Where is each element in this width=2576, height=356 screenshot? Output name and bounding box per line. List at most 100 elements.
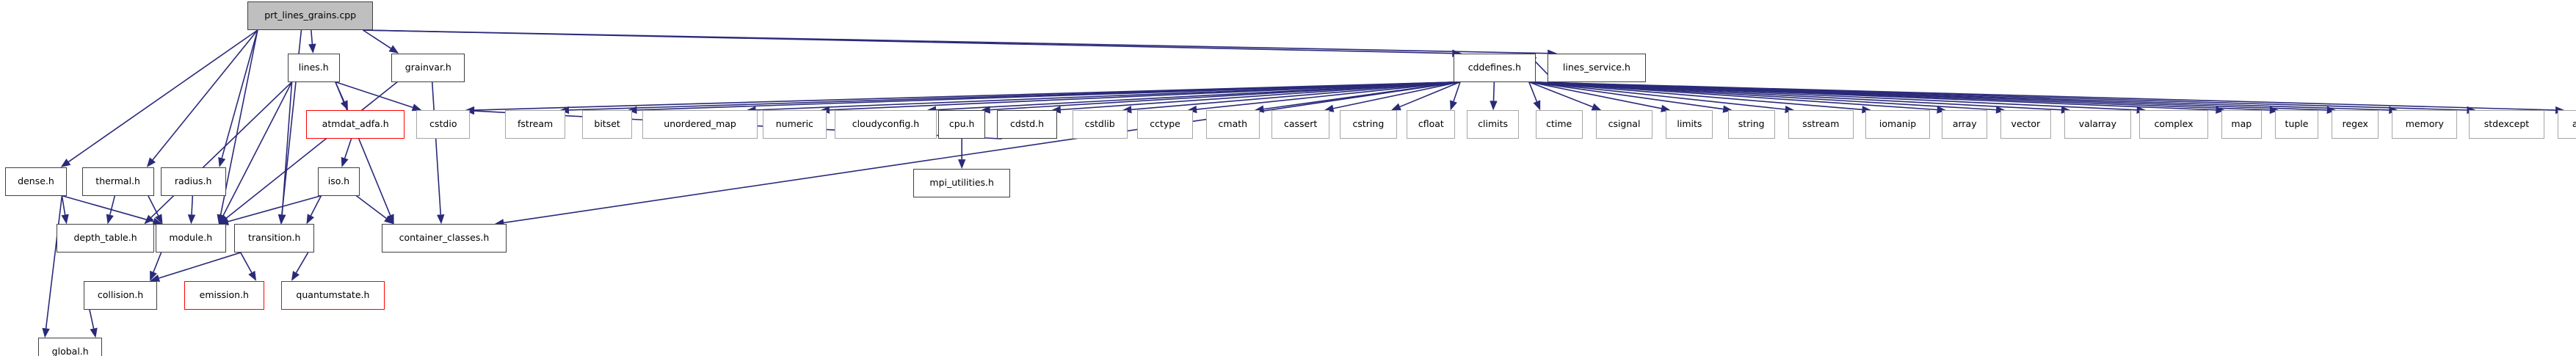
graph-edge: [1528, 81, 2477, 115]
graph-node-bitset[interactable]: bitset: [581, 110, 633, 139]
graph-edge: [240, 252, 257, 281]
graph-node-cddefines-h[interactable]: cddefines.h: [1454, 53, 1536, 82]
graph-node-tuple[interactable]: tuple: [2274, 110, 2319, 139]
graph-node-atmdat-adfa-h[interactable]: atmdat_adfa.h: [305, 110, 405, 139]
graph-edge: [62, 195, 163, 225]
graph-node-mpi-utilities-h[interactable]: mpi_utilities.h: [913, 169, 1011, 197]
graph-edge: [1490, 81, 1498, 111]
graph-node-iso-h[interactable]: iso.h: [317, 167, 360, 196]
graph-edge: [746, 81, 1461, 115]
graph-edge: [218, 29, 258, 167]
graph-node-cctype[interactable]: cctype: [1137, 110, 1193, 139]
graph-node-cstdlib[interactable]: cstdlib: [1072, 110, 1128, 139]
graph-node-depth-table-h[interactable]: depth_table.h: [57, 224, 154, 253]
graph-node-cstdio[interactable]: cstdio: [416, 110, 471, 139]
graph-edge: [363, 29, 399, 54]
graph-edge: [148, 195, 163, 225]
graph-edge: [60, 29, 258, 167]
graph-node-cassert[interactable]: cassert: [1271, 110, 1330, 139]
graph-node-memory[interactable]: memory: [2392, 110, 2458, 139]
graph-node-thermal-h[interactable]: thermal.h: [81, 167, 154, 196]
graph-edge: [1528, 81, 2399, 115]
graph-edge: [146, 29, 258, 167]
graph-node-stdexcept[interactable]: stdexcept: [2469, 110, 2544, 139]
graph-edge: [1528, 81, 2279, 115]
graph-edge: [150, 252, 162, 281]
graph-node-radius-h[interactable]: radius.h: [160, 167, 226, 196]
graph-node-grainvar-h[interactable]: grainvar.h: [391, 53, 465, 82]
graph-edge: [306, 195, 322, 225]
graph-edge: [1528, 81, 1671, 112]
graph-edge: [1122, 81, 1461, 114]
graph-node-global-h[interactable]: global.h: [38, 338, 102, 356]
graph-edge: [219, 195, 322, 225]
graph-node-valarray[interactable]: valarray: [2064, 110, 2131, 139]
graph-node-vector[interactable]: vector: [2000, 110, 2051, 139]
graph-node-collision-h[interactable]: collision.h: [83, 280, 158, 310]
graph-edge: [1528, 81, 2147, 114]
graph-edge: [335, 81, 422, 112]
graph-edge: [559, 81, 1461, 115]
graph-node-regex[interactable]: regex: [2332, 110, 2379, 139]
graph-edge: [1528, 81, 2071, 114]
graph-node-cdstd-h[interactable]: cdstd.h: [997, 110, 1058, 139]
graph-node-cpu-h[interactable]: cpu.h: [938, 110, 986, 139]
graph-node-numeric[interactable]: numeric: [763, 110, 827, 139]
graph-node-cmath[interactable]: cmath: [1205, 110, 1260, 139]
graph-node-cloudyconfig-h[interactable]: cloudyconfig.h: [835, 110, 937, 139]
graph-edge: [627, 81, 1461, 115]
graph-edge: [363, 29, 1558, 57]
graph-node-algorithm[interactable]: algorithm: [2557, 110, 2576, 139]
graph-edge: [363, 29, 1462, 57]
graph-node-quantumstate-h[interactable]: quantumstate.h: [280, 280, 385, 310]
graph-edge: [308, 29, 316, 54]
graph-node-complex[interactable]: complex: [2139, 110, 2208, 139]
graph-node-lines-service-h[interactable]: lines_service.h: [1547, 53, 1647, 82]
graph-node-container-classes-h[interactable]: container_classes.h: [381, 224, 507, 253]
graph-node-unordered-map[interactable]: unordered_map: [642, 110, 758, 139]
graph-edge: [819, 81, 1461, 115]
graph-node-array[interactable]: array: [1942, 110, 1987, 139]
graph-edge: [144, 81, 293, 225]
graph-edge: [926, 81, 1461, 114]
graph-edge: [61, 195, 69, 225]
graph-edge: [1390, 81, 1461, 111]
graph-node-transition-h[interactable]: transition.h: [234, 224, 315, 253]
graph-edge: [1528, 81, 2006, 114]
graph-node-module-h[interactable]: module.h: [155, 224, 226, 253]
graph-edge: [494, 81, 1461, 227]
graph-node-sstream[interactable]: sstream: [1788, 110, 1854, 139]
graph-edge: [980, 81, 1461, 114]
graph-node-map[interactable]: map: [2221, 110, 2262, 139]
graph-node-cfloat[interactable]: cfloat: [1407, 110, 1456, 139]
graph-edge: [1528, 81, 1602, 111]
graph-node-ctime[interactable]: ctime: [1535, 110, 1583, 139]
graph-node-iomanip[interactable]: iomanip: [1865, 110, 1931, 139]
graph-edge: [1528, 81, 1795, 114]
graph-edge: [1254, 81, 1461, 113]
graph-node-fstream[interactable]: fstream: [505, 110, 566, 139]
graph-edge: [1528, 81, 1947, 114]
graph-edge: [106, 195, 116, 225]
graph-edge: [335, 81, 394, 225]
graph-node-limits[interactable]: limits: [1666, 110, 1713, 139]
graph-node-dense-h[interactable]: dense.h: [4, 167, 68, 196]
graph-edge: [341, 138, 352, 167]
graph-edge: [278, 81, 293, 225]
graph-node-climits[interactable]: climits: [1467, 110, 1519, 139]
graph-edge: [1051, 81, 1461, 114]
graph-node-csignal[interactable]: csignal: [1595, 110, 1653, 139]
graph-node-lines-h[interactable]: lines.h: [287, 53, 340, 82]
graph-edge: [464, 81, 1461, 115]
graph-node-cstring[interactable]: cstring: [1340, 110, 1397, 139]
graph-edge: [355, 195, 394, 225]
graph-edge: [42, 195, 63, 338]
graph-edge: [89, 309, 98, 338]
graph-edge: [1528, 81, 2566, 115]
graph-edge: [1187, 81, 1461, 114]
graph-edge: [1528, 81, 1872, 114]
graph-node-string[interactable]: string: [1727, 110, 1775, 139]
graph-node-prt-lines-grains-cpp[interactable]: prt_lines_grains.cpp: [247, 1, 374, 30]
graph-node-emission-h[interactable]: emission.h: [184, 280, 264, 310]
